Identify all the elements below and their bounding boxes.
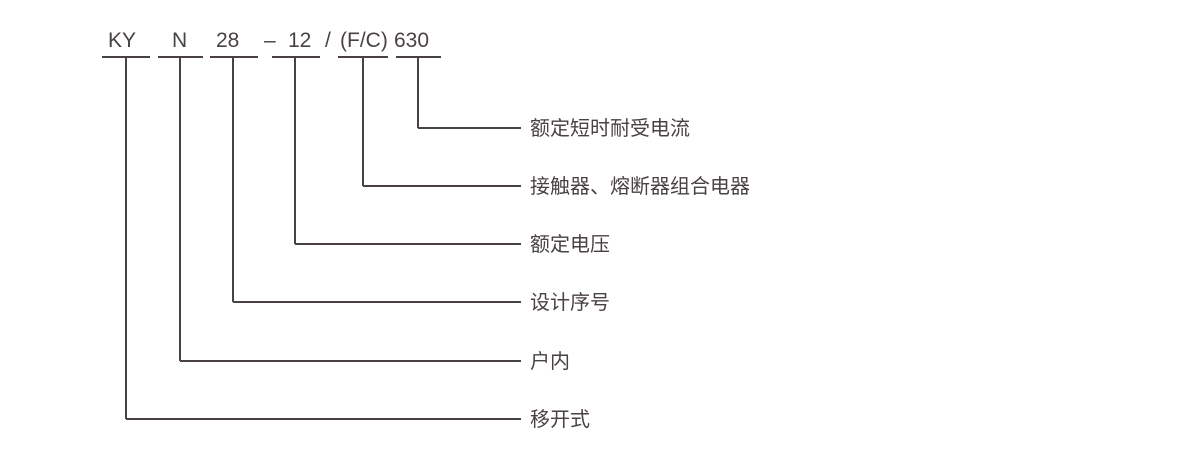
model-code-token: / (325, 29, 331, 52)
label-withdrawable-type: 移开式 (530, 407, 590, 431)
label-design-serial-number: 设计序号 (530, 290, 610, 314)
model-code-token: – (264, 29, 276, 52)
label-rated-voltage: 额定电压 (530, 232, 610, 256)
model-code-token: 630 (394, 29, 430, 52)
label-rated-short-time-current: 额定短时耐受电流 (530, 116, 690, 140)
label-contactor-fuse-combination: 接触器、熔断器组合电器 (530, 174, 750, 198)
model-code-token: 28 (216, 29, 240, 52)
label-indoor: 户内 (530, 349, 570, 373)
model-code-token: (F/C) (340, 29, 388, 52)
model-code-token: 12 (288, 29, 312, 52)
model-code-token: KY (108, 29, 137, 52)
model-code-token: N (172, 29, 188, 52)
